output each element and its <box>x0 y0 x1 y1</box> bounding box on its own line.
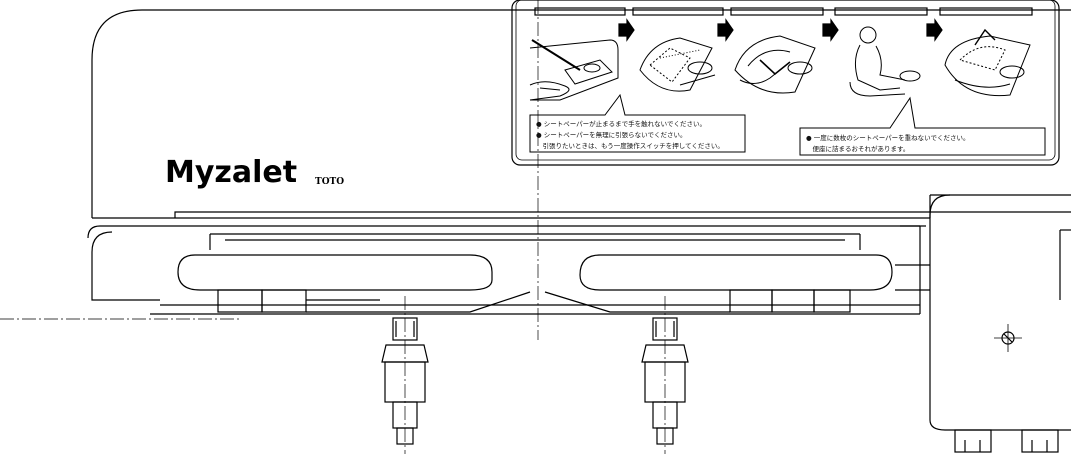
main-housing <box>91 9 1071 219</box>
right-support-pad <box>544 254 893 313</box>
step-arrow-icon <box>822 18 839 42</box>
right-adjuster-foot <box>641 296 689 454</box>
product-name: Myzalet <box>165 155 297 190</box>
hand-pressing-switch-icon <box>529 39 619 101</box>
note-left-2: ● シートペーパーを無理に引張らないでください。 <box>536 130 686 139</box>
paper-feeding-icon <box>639 37 716 92</box>
note-left-3: 引張りたいときは、もう一度操作スイッチを押してください。 <box>536 141 724 150</box>
base-tray <box>87 225 930 315</box>
note-left-1: ● シートペーパーが止まるまで手を触れないでください。 <box>536 119 706 128</box>
paper-removal-icon <box>944 28 1031 97</box>
reference-lines <box>0 0 539 340</box>
note-right-2: 便座に詰まるおそれがあります。 <box>806 144 909 153</box>
person-seated-icon <box>849 26 921 97</box>
step-arrow-icon <box>926 18 943 42</box>
step-arrow-icon <box>717 18 734 42</box>
left-support-pad <box>177 254 531 313</box>
maker-name: TOTO <box>315 177 344 187</box>
left-adjuster-foot <box>381 296 429 454</box>
paper-covering-seat-icon <box>734 35 816 94</box>
note-right-1: ● 一度に数枚のシートペーパーを重ねないでください。 <box>806 133 969 142</box>
step-arrow-icon <box>618 18 635 42</box>
screw-icon <box>994 324 1022 352</box>
side-mounting-box <box>929 194 1071 453</box>
instruction-panel: ● シートペーパーが止まるまで手を触れないでください。 ● シートペーパーを無理… <box>511 0 1060 166</box>
